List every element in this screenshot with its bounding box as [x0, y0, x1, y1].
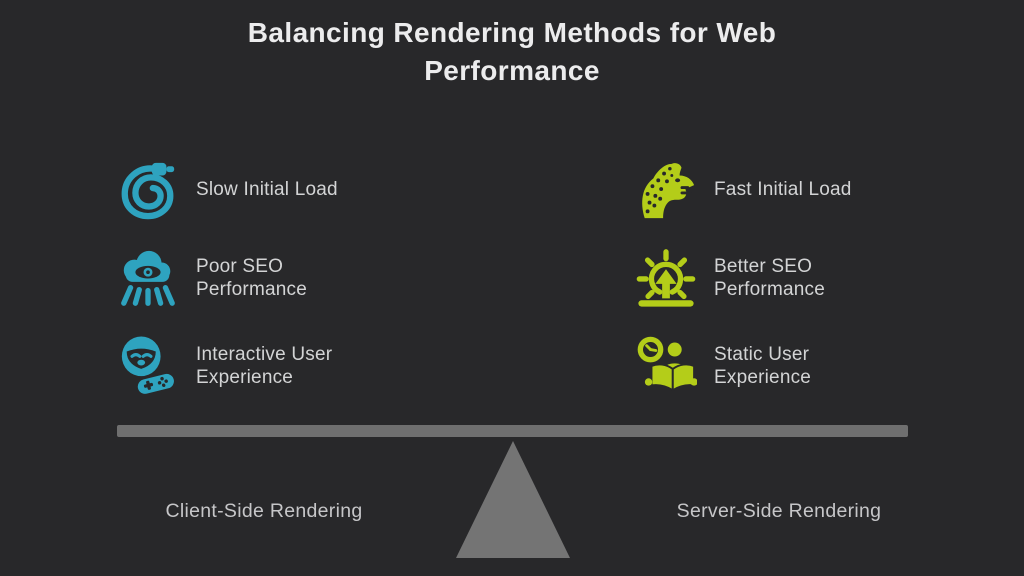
- fulcrum-triangle: [456, 441, 570, 558]
- feature-item: Slow Initial Load: [117, 159, 381, 221]
- csr-side-label: Client-Side Rendering: [165, 500, 363, 522]
- ssr-feature-column: Fast Initial Load Better SEO Performance: [635, 159, 899, 397]
- eye-cloud-icon: [117, 247, 179, 309]
- gamer-icon: [117, 335, 179, 397]
- feature-label: Static User Experience: [714, 343, 812, 389]
- balance-beam: [117, 425, 908, 437]
- cheetah-icon: [635, 159, 697, 221]
- feature-item: Fast Initial Load: [635, 159, 899, 221]
- feature-label: Fast Initial Load: [714, 179, 852, 201]
- csr-feature-column: Slow Initial Load P: [117, 159, 381, 397]
- feature-item: Interactive User Experience: [117, 335, 381, 397]
- rising-sun-icon: [635, 247, 697, 309]
- page-title: Balancing Rendering Methods for Web Perf…: [247, 17, 777, 86]
- feature-item: Better SEO Performance: [635, 247, 899, 309]
- feature-label: Interactive User Experience: [196, 343, 333, 389]
- feature-label: Slow Initial Load: [196, 179, 338, 201]
- ssr-side-label: Server-Side Rendering: [676, 500, 882, 522]
- reading-person-icon: [635, 335, 697, 397]
- feature-label: Poor SEO Performance: [196, 255, 307, 301]
- feature-item: Poor SEO Performance: [117, 247, 381, 309]
- feature-item: Static User Experience: [635, 335, 899, 397]
- feature-label: Better SEO Performance: [714, 255, 825, 301]
- coiled-hose-icon: [117, 159, 179, 221]
